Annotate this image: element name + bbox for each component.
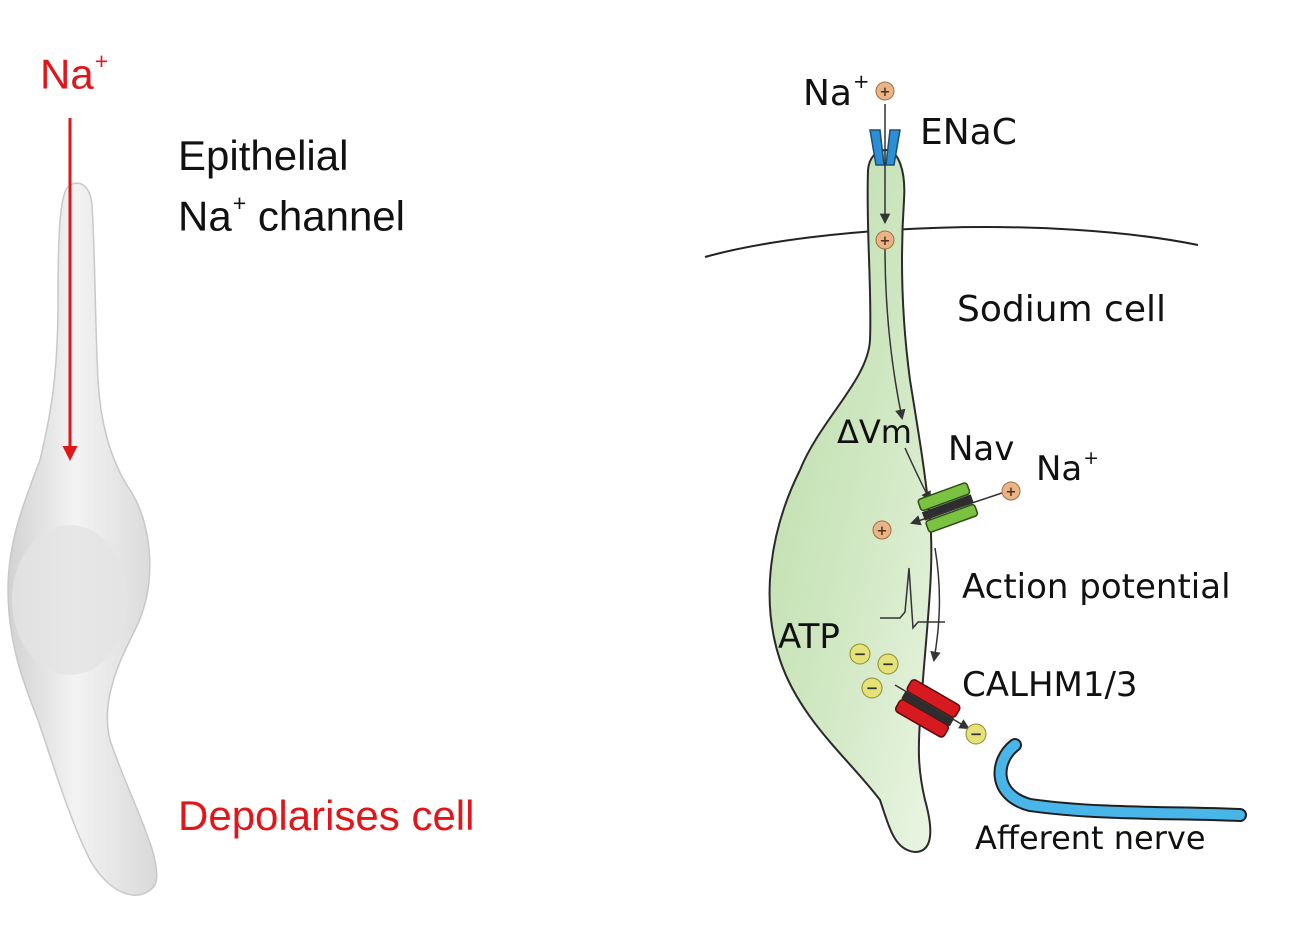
na-ion-inside: + <box>875 230 895 250</box>
atp-ion: − <box>861 677 883 699</box>
na-top-label: Na+ <box>803 70 870 114</box>
left-cell <box>7 182 158 896</box>
atp-release-arrow <box>894 684 970 730</box>
delta-vm-label: ΔVm <box>837 413 912 451</box>
svg-text:+: + <box>1006 485 1017 500</box>
action-potential-label: Action potential <box>962 567 1231 607</box>
na-side-label: Na+ <box>1036 448 1099 489</box>
nav-label: Nav <box>948 429 1015 469</box>
left-na-label: Na+ <box>40 48 109 98</box>
apical-membrane <box>704 226 1199 258</box>
calhm-channel <box>894 679 961 738</box>
calhm-label: CALHM1/3 <box>962 665 1138 705</box>
nav-influx-arrow <box>910 492 1003 526</box>
sodium-cell-label: Sodium cell <box>957 289 1167 330</box>
sodium-cell-body <box>768 148 933 854</box>
epithelial-channel-line1: Epithelial <box>178 132 349 179</box>
nav-channel <box>917 482 979 533</box>
epithelial-channel-line2: Na+ channel <box>178 190 405 240</box>
svg-text:−: − <box>854 645 867 663</box>
atp-ion-released: − <box>965 723 987 745</box>
na-ion-nav-inside: + <box>872 520 892 540</box>
afferent-nerve-label: Afferent nerve <box>975 819 1206 857</box>
svg-text:−: − <box>866 679 879 697</box>
atp-ion: − <box>877 653 899 675</box>
svg-text:−: − <box>882 655 895 673</box>
atp-ion: − <box>849 643 871 665</box>
svg-text:+: + <box>880 85 891 100</box>
enac-channel <box>869 129 901 166</box>
depolarises-cell-label: Depolarises cell <box>178 792 475 839</box>
svg-text:+: + <box>877 524 888 539</box>
atp-label: ATP <box>778 617 840 657</box>
depolarization-arrow <box>884 247 906 421</box>
svg-text:+: + <box>880 234 891 249</box>
na-ion-top: + <box>875 81 895 101</box>
enac-label: ENaC <box>920 112 1017 153</box>
action-potential-trace <box>880 567 945 630</box>
na-ion-nav-outside: + <box>1001 481 1021 501</box>
svg-text:−: − <box>970 725 983 743</box>
ap-to-calhm-arrow <box>930 547 941 663</box>
